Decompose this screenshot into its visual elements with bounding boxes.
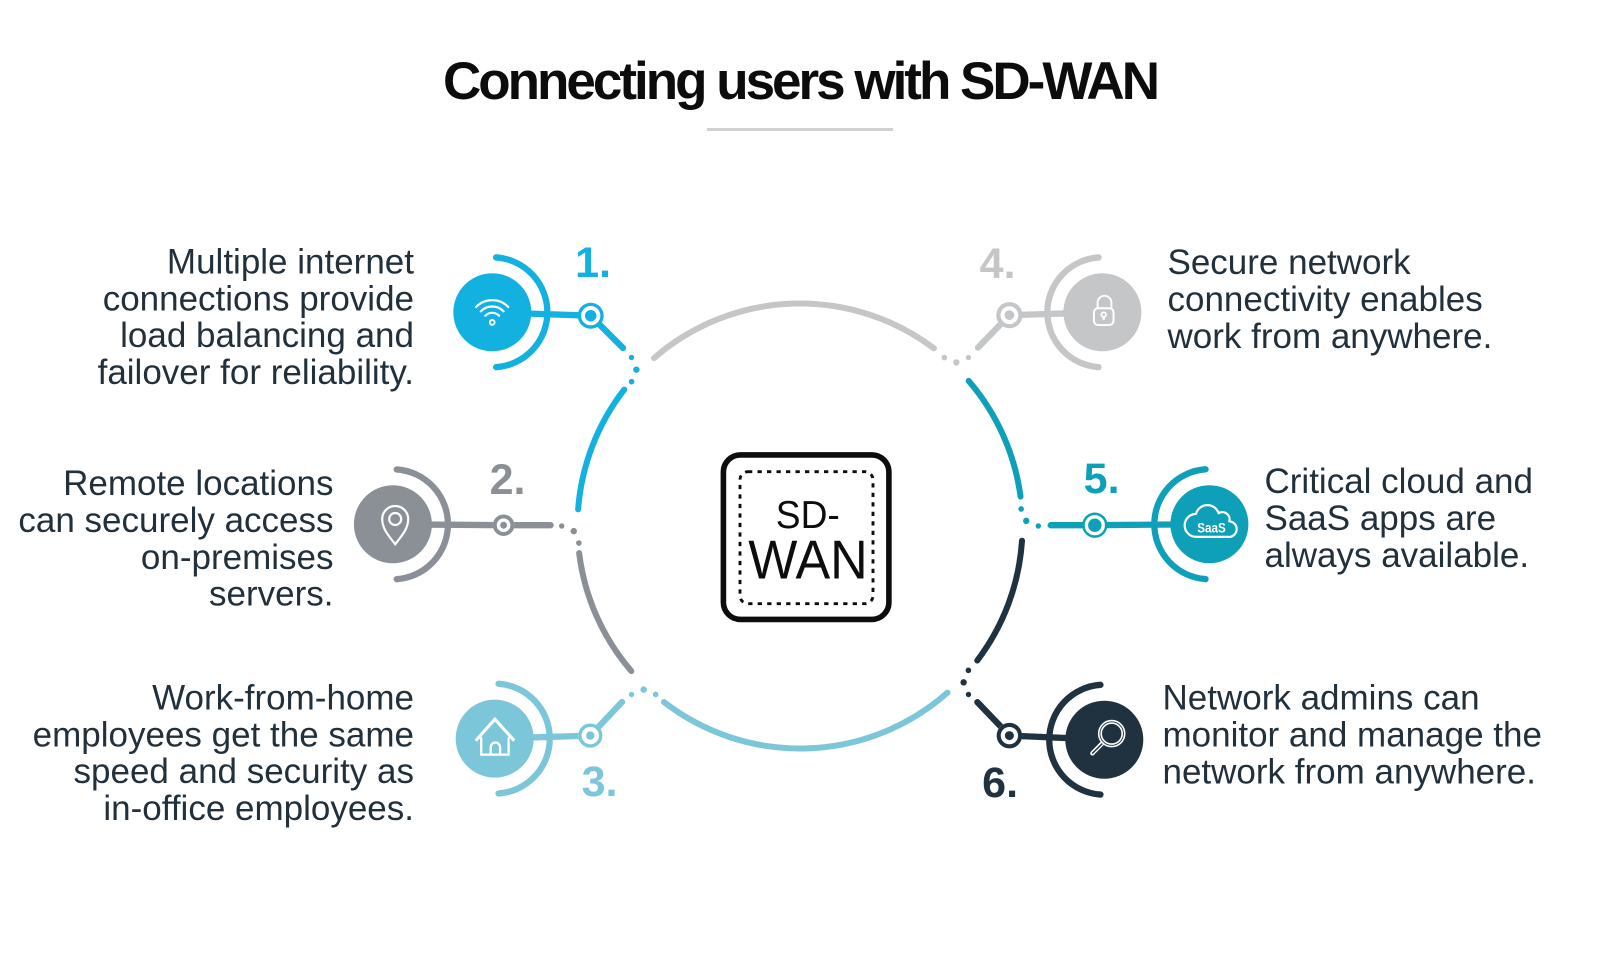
svg-text:always available.: always available. (1265, 536, 1530, 575)
svg-text:3.: 3. (582, 758, 618, 806)
svg-text:Work-from-home: Work-from-home (152, 678, 414, 717)
svg-text:monitor and manage the: monitor and manage the (1163, 715, 1542, 754)
svg-text:connections provide: connections provide (103, 279, 414, 318)
svg-text:can securely access: can securely access (18, 501, 333, 540)
svg-text:SaaS apps are: SaaS apps are (1265, 499, 1497, 538)
svg-text:Multiple internet: Multiple internet (167, 242, 414, 281)
svg-text:4.: 4. (980, 240, 1016, 288)
svg-text:SaaS: SaaS (1197, 519, 1226, 535)
svg-text:6.: 6. (982, 759, 1018, 807)
svg-text:Network admins can: Network admins can (1163, 679, 1480, 718)
svg-text:on-premises: on-premises (141, 538, 334, 577)
svg-text:failover for reliability.: failover for reliability. (98, 353, 414, 392)
svg-text:servers.: servers. (209, 575, 333, 614)
svg-text:SD-: SD- (776, 494, 840, 537)
svg-text:Secure network: Secure network (1168, 243, 1412, 282)
svg-text:WAN: WAN (748, 528, 868, 590)
svg-text:work from anywhere.: work from anywhere. (1167, 317, 1493, 356)
svg-text:speed and security as: speed and security as (74, 752, 414, 791)
svg-text:Critical cloud and: Critical cloud and (1265, 462, 1533, 501)
svg-text:2.: 2. (490, 456, 526, 504)
svg-text:load balancing and: load balancing and (120, 316, 414, 355)
svg-text:connectivity enables: connectivity enables (1168, 280, 1483, 319)
svg-text:1.: 1. (575, 239, 611, 287)
svg-text:network from anywhere.: network from anywhere. (1163, 752, 1536, 791)
svg-text:5.: 5. (1084, 455, 1120, 503)
svg-text:employees get the same: employees get the same (33, 715, 414, 754)
svg-text:in-office employees.: in-office employees. (103, 789, 414, 828)
svg-text:Remote locations: Remote locations (63, 464, 333, 503)
